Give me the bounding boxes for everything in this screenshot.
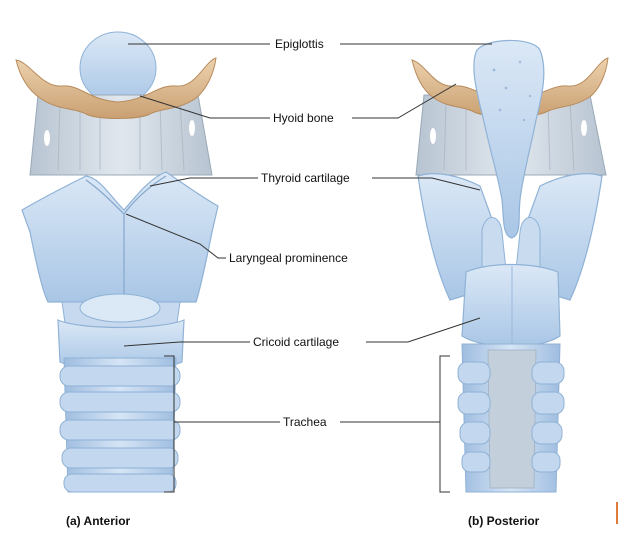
cricoid-cartilage-posterior bbox=[461, 263, 561, 348]
label-hyoid-bone: Hyoid bone bbox=[270, 111, 337, 125]
label-thyroid-cartilage: Thyroid cartilage bbox=[258, 171, 353, 185]
thyrohyoid-membrane-anterior bbox=[29, 94, 213, 176]
posterior-view bbox=[411, 39, 609, 493]
label-trachea: Trachea bbox=[280, 415, 330, 429]
caption-posterior: (b) Posterior bbox=[468, 514, 540, 528]
label-cricoid-cartilage: Cricoid cartilage bbox=[250, 335, 343, 349]
label-epiglottis: Epiglottis bbox=[272, 37, 327, 51]
epiglottis-posterior bbox=[473, 39, 545, 239]
leader-lines bbox=[123, 43, 492, 493]
hyoid-bone-anterior bbox=[15, 57, 217, 119]
accent-bar bbox=[616, 502, 618, 524]
caption-anterior: (a) Anterior bbox=[66, 514, 131, 528]
anterior-view bbox=[15, 31, 219, 493]
label-laryngeal-prominence: Laryngeal prominence bbox=[226, 251, 351, 265]
thyroid-cartilage-anterior bbox=[21, 171, 219, 303]
epiglottis-anterior bbox=[79, 31, 157, 105]
